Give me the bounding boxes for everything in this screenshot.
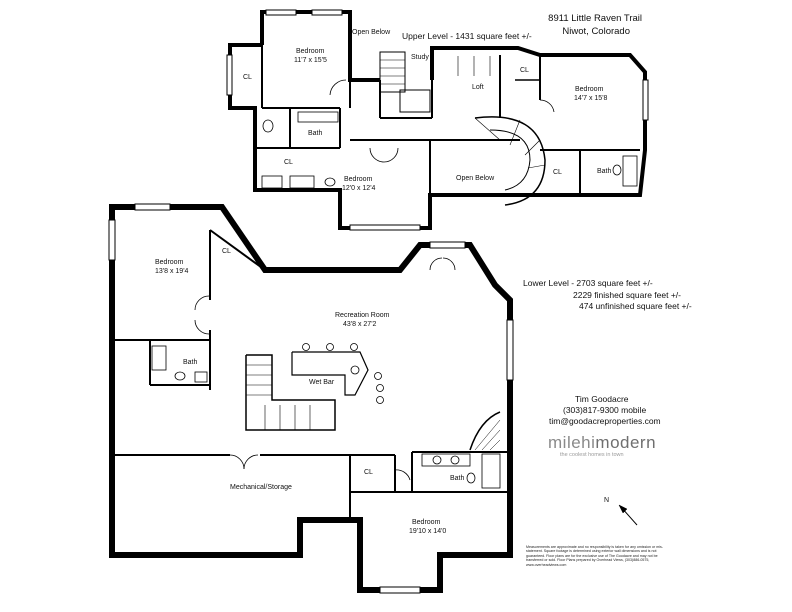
upper-closet-1: CL bbox=[243, 74, 252, 81]
upper-bedroom-2-label: Bedroom bbox=[575, 86, 604, 93]
upper-bedroom-3-dim: 12'0 x 12'4 bbox=[342, 185, 376, 192]
address-line: 8911 Little Raven Trail bbox=[548, 13, 642, 24]
agent-email[interactable]: tim@goodacreproperties.com bbox=[549, 416, 661, 426]
lower-closet-1: CL bbox=[222, 248, 231, 255]
upper-closet-2: CL bbox=[520, 67, 529, 74]
upper-bedroom-2-dim: 14'7 x 15'8 bbox=[574, 95, 608, 102]
lower-outer-wall bbox=[109, 204, 513, 593]
lower-rec-room-label: Recreation Room bbox=[335, 312, 390, 319]
brand-logo: milehimodern bbox=[548, 433, 656, 453]
lower-rec-room-dim: 43'8 x 27'2 bbox=[343, 321, 377, 328]
upper-level-sqft: Upper Level - 1431 square feet +/- bbox=[402, 31, 532, 41]
brand-name-b: modern bbox=[595, 433, 657, 452]
north-label: N bbox=[604, 497, 610, 504]
upper-bedroom-3-label: Bedroom bbox=[344, 176, 373, 183]
upper-outer-wall-right bbox=[430, 46, 647, 197]
upper-bedroom-1-label: Bedroom bbox=[296, 48, 325, 55]
lower-finished-sqft: 2229 finished square feet +/- bbox=[573, 290, 681, 300]
disclaimer-text: Measurements are approximate and no resp… bbox=[526, 545, 664, 567]
lower-bedroom-2-dim: 19'10 x 14'0 bbox=[409, 528, 447, 535]
brand-name-a: milehi bbox=[548, 433, 596, 452]
lower-bedroom-2-label: Bedroom bbox=[412, 519, 441, 526]
upper-bath-1: Bath bbox=[308, 130, 323, 137]
upper-outer-wall-left bbox=[228, 43, 520, 230]
lower-level-sqft: Lower Level - 2703 square feet +/- bbox=[523, 278, 653, 288]
lower-bedroom-1-label: Bedroom bbox=[155, 259, 184, 266]
lower-closet-2: CL bbox=[364, 469, 373, 476]
lower-wet-bar-label: Wet Bar bbox=[309, 379, 335, 386]
brand-tagline: the coolest homes in town bbox=[560, 452, 624, 458]
lower-bath-2: Bath bbox=[450, 475, 465, 482]
lower-unfinished-sqft: 474 unfinished square feet +/- bbox=[579, 301, 692, 311]
upper-level-plan bbox=[226, 9, 649, 231]
upper-outer-wall bbox=[260, 10, 380, 82]
upper-bedroom-1-dim: 11'7 x 15'5 bbox=[294, 57, 327, 64]
upper-closet-4: CL bbox=[553, 169, 562, 176]
upper-loft-label: Loft bbox=[472, 84, 484, 91]
lower-level-plan bbox=[108, 203, 514, 594]
lower-bedroom-1-dim: 13'8 x 19'4 bbox=[155, 268, 189, 275]
agent-name: Tim Goodacre bbox=[575, 394, 629, 404]
lower-bath-1: Bath bbox=[183, 359, 198, 366]
north-arrow bbox=[618, 504, 638, 526]
upper-open-below-2: Open Below bbox=[456, 175, 495, 182]
upper-closet-3: CL bbox=[284, 159, 293, 166]
upper-open-below-1: Open Below bbox=[352, 29, 391, 36]
upper-study-label: Study bbox=[411, 54, 429, 61]
agent-phone: (303)817-9300 mobile bbox=[563, 405, 647, 415]
city-line: Niwot, Colorado bbox=[562, 26, 630, 37]
upper-bath-2: Bath bbox=[597, 168, 612, 175]
lower-mech-label: Mechanical/Storage bbox=[230, 484, 292, 491]
